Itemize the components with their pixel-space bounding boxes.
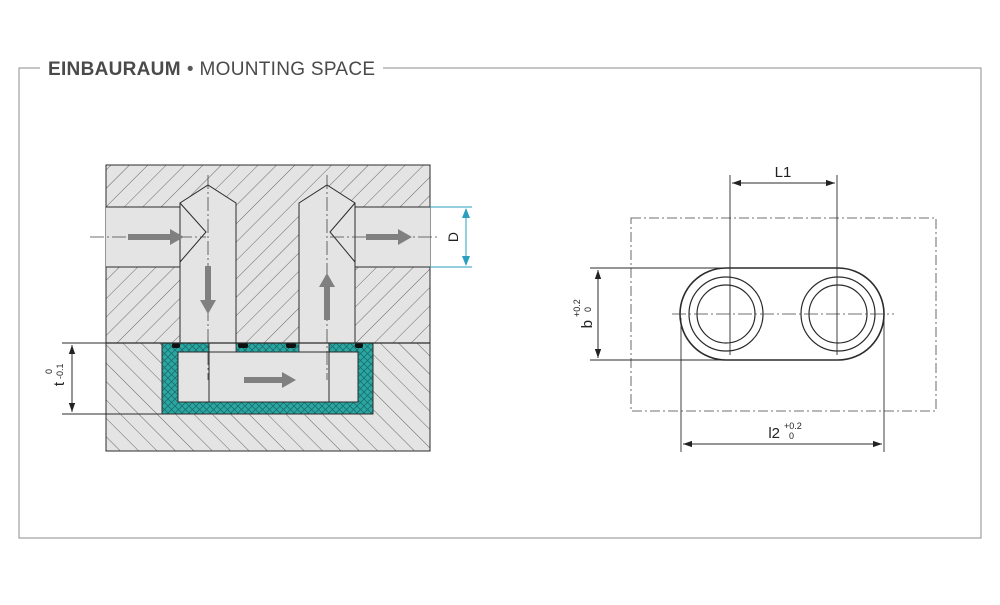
label-b-tol-lower: 0 xyxy=(583,307,593,312)
top-view: L1 b +0.2 0 l2 +0.2 0 xyxy=(572,164,937,452)
label-b-group: b +0.2 0 xyxy=(572,299,596,328)
label-t-tol-lower: -0.1 xyxy=(55,363,65,379)
title-english: MOUNTING SPACE xyxy=(199,59,376,80)
label-b-tol-upper: +0.2 xyxy=(572,299,582,317)
dimension-t xyxy=(62,342,162,415)
label-l2-tol-upper: +0.2 xyxy=(784,421,802,431)
label-l2: l2 xyxy=(768,425,780,442)
label-t-group: t 0 -0.1 xyxy=(44,363,68,386)
label-l2-tol-lower: 0 xyxy=(789,431,794,441)
flow-arrow-down xyxy=(200,266,216,314)
label-t-tol-upper: 0 xyxy=(44,369,54,374)
dimension-l2 xyxy=(680,318,885,452)
label-b: b xyxy=(579,320,596,328)
title-separator: • xyxy=(186,59,194,80)
seal-beads xyxy=(172,343,363,348)
flow-arrows xyxy=(128,229,412,388)
flow-arrow-in xyxy=(128,229,184,245)
section-title: EINBAURAUM • MOUNTING SPACE xyxy=(40,56,384,84)
dimension-b xyxy=(590,267,726,361)
cross-section-view: D t 0 -0.1 xyxy=(44,164,472,452)
label-t: t xyxy=(51,381,68,386)
flow-arrow-up xyxy=(319,273,335,320)
label-d: D xyxy=(445,232,461,242)
dimension-d xyxy=(430,206,472,268)
outer-frame xyxy=(18,67,982,539)
flow-arrow-out xyxy=(366,229,412,245)
dimension-l1 xyxy=(729,175,838,355)
title-german: EINBAURAUM xyxy=(48,59,181,80)
mounting-outline xyxy=(630,217,937,412)
label-l1: L1 xyxy=(775,164,792,181)
flow-arrow-channel xyxy=(244,372,296,388)
